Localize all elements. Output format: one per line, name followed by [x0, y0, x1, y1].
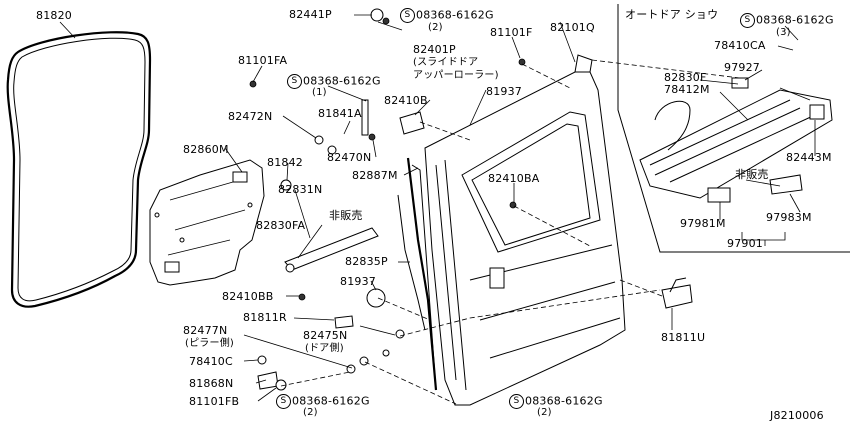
label-78410CA: 78410CA — [714, 39, 766, 52]
label-81841A: 81841A — [318, 107, 362, 120]
label-hihanbai-left: 非販売 — [329, 209, 363, 222]
label-82830FA: 82830FA — [256, 219, 306, 232]
label-82470N: 82470N — [327, 151, 372, 164]
label-97927: 97927 — [724, 61, 760, 74]
bolt-symbol-icon: S — [740, 13, 755, 28]
bolt1-code: 08368-6162G — [416, 8, 494, 22]
label-82887M: 82887M — [352, 169, 398, 182]
label-82860M: 82860M — [183, 143, 229, 156]
label-97981M: 97981M — [680, 217, 726, 230]
label-bolt1-qty: (2) — [428, 22, 443, 33]
label-81868N: 81868N — [189, 377, 234, 390]
label-78412M: 78412M — [664, 83, 710, 96]
trim-panel-82860M — [149, 159, 265, 286]
bolt-ad-code: 08368-6162G — [756, 13, 834, 27]
bolt-symbol-icon: S — [509, 394, 524, 409]
label-bolt2-qty: (1) — [312, 87, 327, 98]
label-82475N-sub: (ドア側) — [305, 343, 344, 354]
diagram-id: J8210006 — [770, 409, 824, 422]
label-82410B: 82410B — [384, 94, 428, 107]
label-82441P: 82441P — [289, 8, 332, 21]
label-bolt4-qty: (2) — [537, 407, 552, 418]
label-81101FA: 81101FA — [238, 54, 288, 67]
label-82835P: 82835P — [345, 255, 388, 268]
label-81937a: 81937 — [486, 85, 522, 98]
label-81842: 81842 — [267, 156, 303, 169]
label-82401P: 82401P — [413, 43, 456, 56]
bolt3-code: 08368-6162G — [292, 394, 370, 408]
label-hihanbai-ad: 非販売 — [735, 168, 769, 181]
label-82101Q: 82101Q — [550, 21, 595, 34]
rail-82831N — [284, 227, 379, 273]
label-97901: 97901 — [727, 237, 763, 250]
label-autodoor-title: オートドア ショウ — [625, 8, 719, 21]
label-81811R: 81811R — [243, 311, 287, 324]
bracket-81811U — [661, 277, 693, 309]
label-bolt-ad-qty: (3) — [776, 27, 791, 38]
label-78410C: 78410C — [189, 355, 233, 368]
bolt-symbol-icon: S — [287, 74, 302, 89]
label-82401P-sub2: アッパーローラー) — [413, 70, 499, 81]
pillar-seals — [397, 157, 438, 391]
bolt-symbol-icon: S — [400, 8, 415, 23]
assembly-dashed-lines — [280, 59, 741, 405]
bolt2-code: 08368-6162G — [303, 74, 381, 88]
label-81101FB: 81101FB — [189, 395, 240, 408]
label-81937b: 81937 — [340, 275, 376, 288]
label-82443M: 82443M — [786, 151, 832, 164]
leader-lines — [59, 14, 816, 402]
bolt4-code: 08368-6162G — [525, 394, 603, 408]
label-bolt3-qty: (2) — [303, 407, 318, 418]
sliding-door-82101Q — [424, 54, 626, 406]
small-fasteners — [249, 8, 526, 391]
label-82477N: 82477N — [183, 324, 228, 337]
label-82472N: 82472N — [228, 110, 273, 123]
label-82410BA: 82410BA — [488, 172, 540, 185]
weatherstrip-81820 — [6, 31, 152, 308]
label-81101F: 81101F — [490, 26, 533, 39]
label-82410BB: 82410BB — [222, 290, 274, 303]
label-82831N: 82831N — [278, 183, 323, 196]
autodoor-unit-box — [617, 4, 850, 253]
label-82475N: 82475N — [303, 329, 348, 342]
bolt-symbol-icon: S — [276, 394, 291, 409]
label-81820: 81820 — [36, 9, 72, 22]
label-82401P-sub1: (スライドドア — [413, 57, 479, 68]
label-81811U: 81811U — [661, 331, 706, 344]
label-97983M: 97983M — [766, 211, 812, 224]
label-82830F: 82830F — [664, 71, 707, 84]
label-82477N-sub: (ピラー側) — [185, 338, 235, 349]
